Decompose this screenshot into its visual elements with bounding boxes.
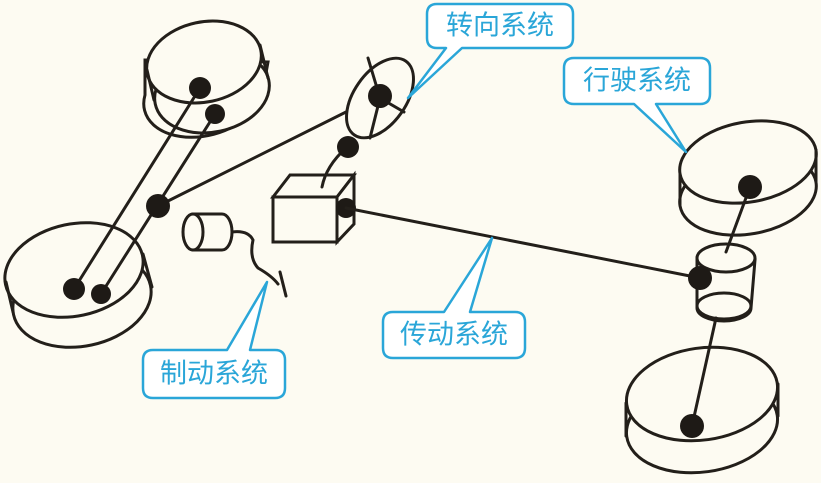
label-braking: 制动系统 bbox=[160, 359, 268, 390]
engine-box bbox=[269, 136, 359, 246]
front-axle-rod bbox=[72, 86, 202, 291]
rear-lower-wheel bbox=[624, 345, 780, 475]
callout-running: 行驶系统 bbox=[562, 56, 712, 154]
steering-column bbox=[156, 94, 380, 208]
label-steering: 转向系统 bbox=[446, 11, 554, 42]
front-lower-wheel bbox=[3, 221, 154, 349]
callout-transmission: 传动系统 bbox=[381, 236, 527, 360]
callout-braking: 制动系统 bbox=[141, 280, 287, 400]
drive-shaft bbox=[344, 206, 702, 280]
front-axle-assembly bbox=[3, 19, 271, 349]
brake-assembly bbox=[181, 212, 288, 298]
steering-assembly bbox=[146, 56, 415, 218]
rear-axle-lower bbox=[690, 316, 718, 428]
rear-axle-assembly bbox=[624, 119, 818, 475]
callout-steering: 转向系统 bbox=[406, 2, 575, 100]
differential bbox=[695, 242, 757, 323]
label-running: 行驶系统 bbox=[583, 66, 691, 97]
label-transmission: 传动系统 bbox=[400, 320, 508, 351]
